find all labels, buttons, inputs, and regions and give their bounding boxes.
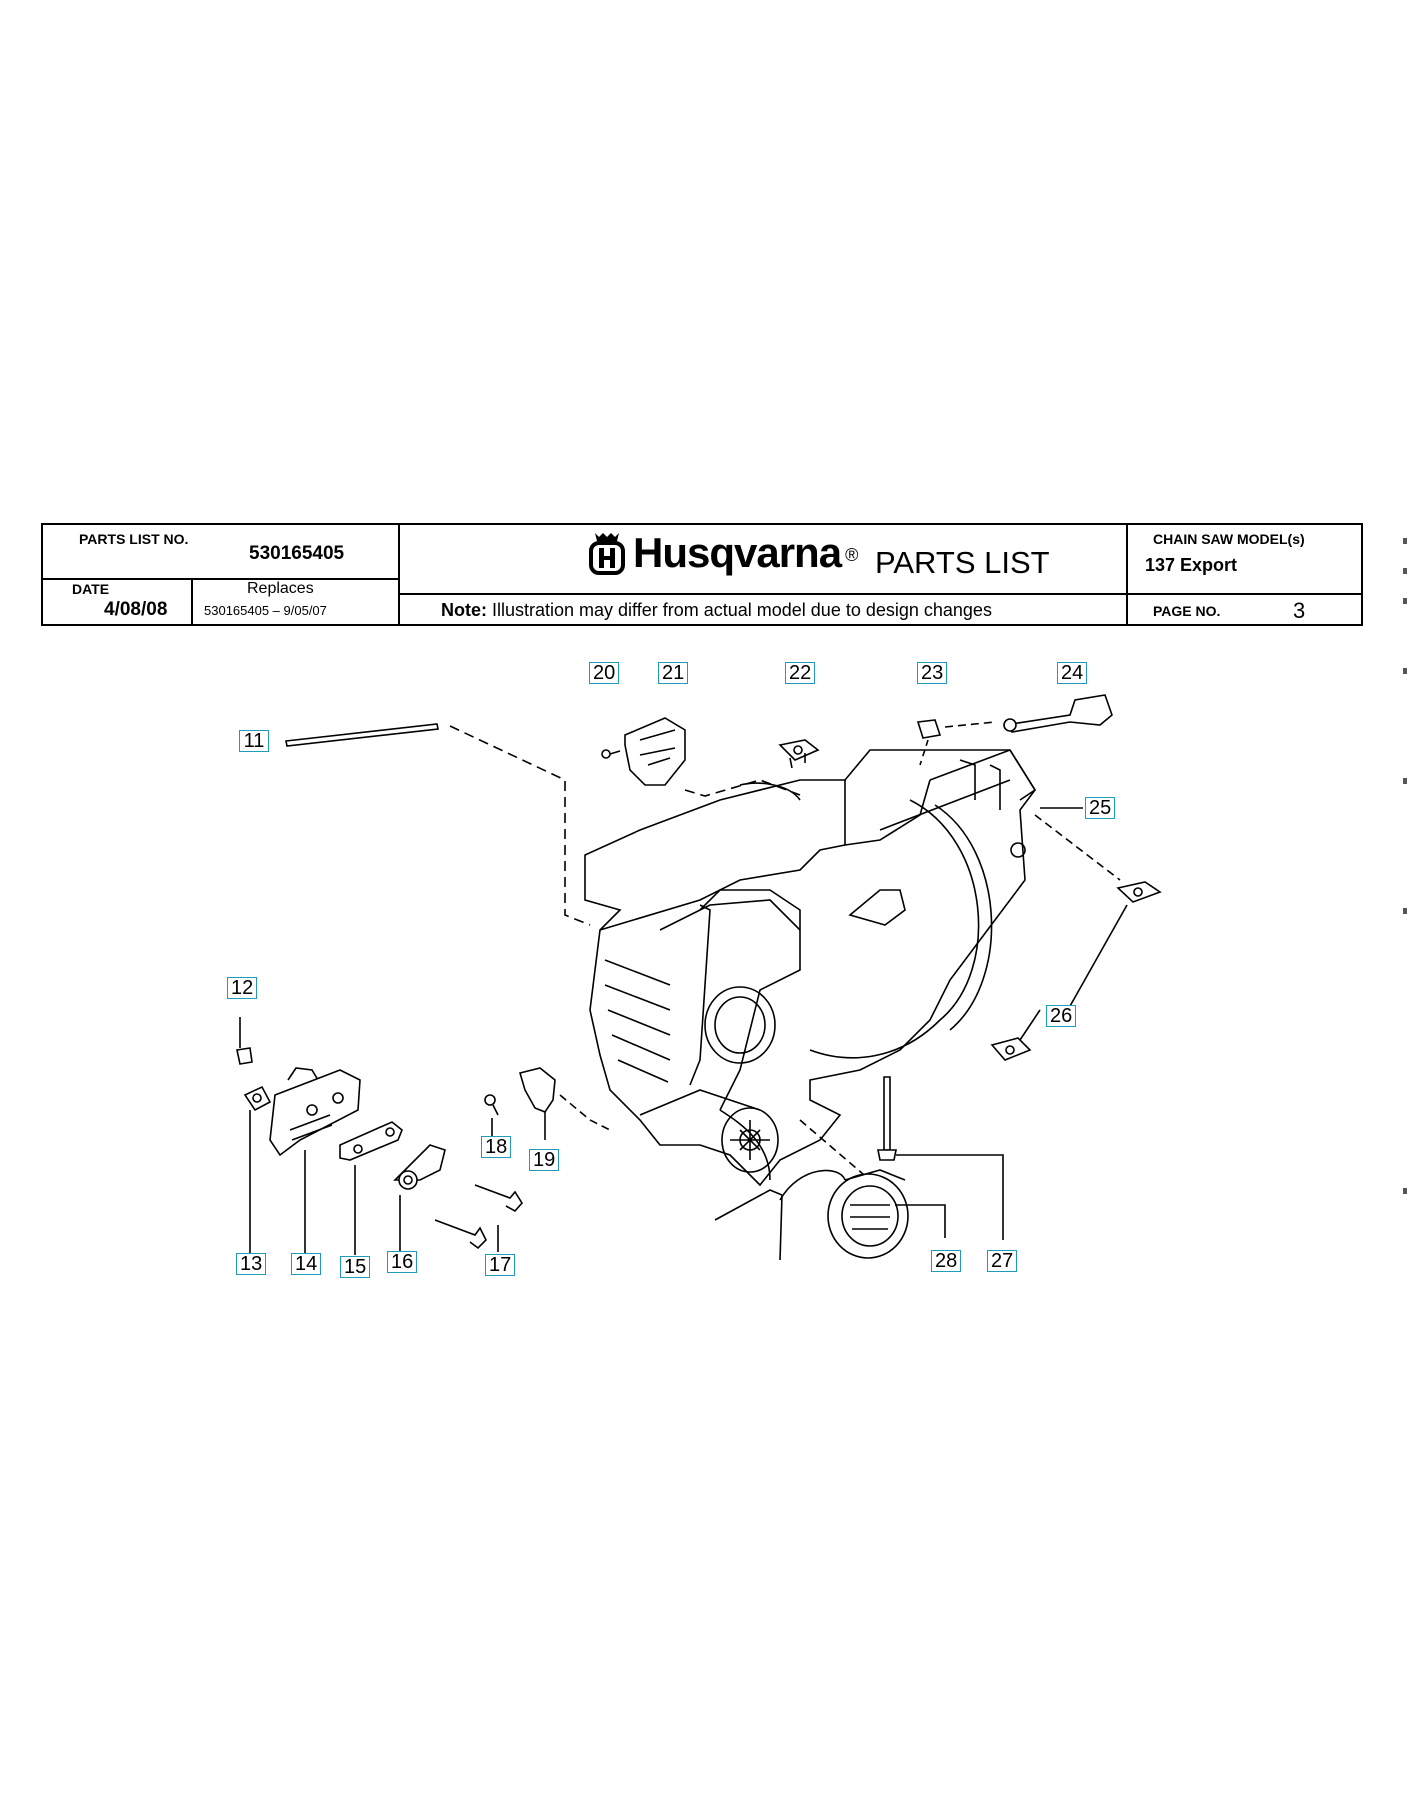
parts-list-no-label: PARTS LIST NO. [79,531,189,547]
callout-15: 15 [340,1256,371,1278]
replaces-value: 530165405 – 9/05/07 [204,603,327,618]
edge-mark [1403,598,1407,604]
exploded-parts-diagram [236,694,1162,1261]
divider-note [398,593,1363,595]
husqvarna-logo: Husqvarna ® [587,531,858,575]
divider-right [1126,523,1128,626]
part-26-nuts [990,814,1162,1061]
callout-20: 20 [589,662,620,684]
part-27-bolt [799,1076,1004,1240]
date-label: DATE [72,581,110,597]
registered-mark: ® [845,544,859,565]
callout-16: 16 [387,1251,418,1273]
divider-left [398,523,400,626]
note-label: Note: [441,600,487,620]
edge-mark [1403,778,1407,784]
callout-25: 25 [1085,797,1116,819]
replaces-label: Replaces [247,580,314,597]
callout-19: 19 [529,1149,560,1171]
callout-26: 26 [1046,1005,1077,1027]
callout-13: 13 [236,1253,267,1275]
callout-24: 24 [1057,662,1088,684]
callout-23: 23 [917,662,948,684]
edge-mark [1403,668,1407,674]
part-11-stud [285,723,591,926]
parts-list-no-value: 530165405 [249,543,345,564]
edge-mark [1403,568,1407,574]
page-label: PAGE NO. [1153,603,1221,619]
part-22-nut [778,739,820,769]
parts-list-title: PARTS LIST [875,545,1050,580]
design-note: Note: Illustration may differ from actua… [441,600,992,621]
callout-12: 12 [227,977,258,999]
part-15-plate [339,1121,403,1255]
crown-h-icon [589,533,625,575]
part-16-tensioner-piece [393,1144,446,1252]
part-17-studs [434,1184,523,1252]
part-23-24-tensioner [916,694,1113,766]
model-value: 137 Export [1145,555,1238,575]
callout-14: 14 [291,1253,322,1275]
callout-18: 18 [481,1136,512,1158]
edge-mark [1403,908,1407,914]
note-text: Illustration may differ from actual mode… [487,600,992,620]
divider-date [41,578,400,580]
model-label: CHAIN SAW MODEL(s) [1153,531,1305,547]
part-28-oil-pump [714,1169,946,1261]
part-20-21-bracket [601,717,801,797]
callout-17: 17 [485,1254,516,1276]
date-value: 4/08/08 [104,599,168,620]
callout-27: 27 [987,1250,1018,1272]
callout-28: 28 [931,1250,962,1272]
parts-list-header: PARTS LIST NO. 530165405 DATE 4/08/08 Re… [41,523,1363,626]
edge-mark [1403,538,1407,544]
part-18-19-plug [484,1067,611,1140]
brand-name: Husqvarna [633,529,842,576]
callout-22: 22 [785,662,816,684]
callout-11: 11 [239,730,269,752]
header-frame [41,523,1363,626]
clutch-cover-housing [584,749,1037,1187]
edge-mark [1403,1188,1407,1194]
page-number: 3 [1293,598,1306,623]
divider-date-replaces [191,578,193,626]
part-12-13-14-bar-plate [236,1017,361,1255]
callout-21: 21 [658,662,689,684]
